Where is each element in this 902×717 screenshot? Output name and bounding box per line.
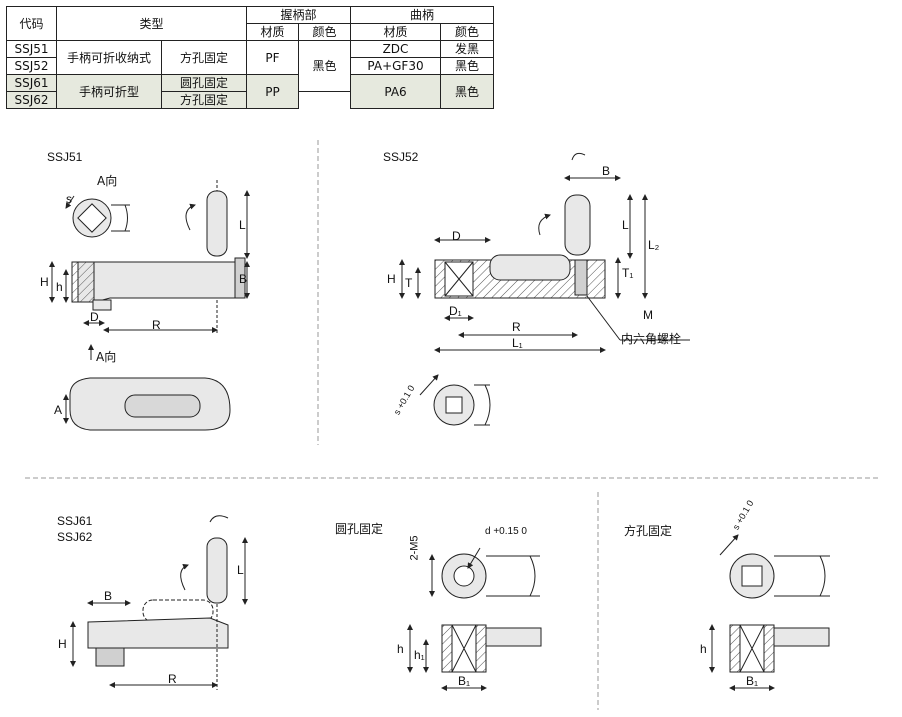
row-fix-ssj51: 方孔固定	[161, 40, 247, 75]
row-crank-color-ssj61: 黑色	[440, 74, 494, 109]
ssj61-title: SSJ61	[57, 514, 93, 528]
header-crank-color: 颜色	[440, 23, 494, 41]
ssj51-dim-l: L	[239, 218, 246, 232]
ssj52-dim-d1: D₁	[449, 304, 462, 318]
row-fix-ssj62: 方孔固定	[161, 91, 247, 109]
ssj52-title: SSJ52	[383, 150, 419, 164]
ssj52-dim-t: T	[405, 276, 413, 290]
ssj52-dim-h: H	[387, 272, 396, 286]
round-hole-dim-b1: B₁	[458, 674, 471, 688]
header-type: 类型	[56, 6, 247, 41]
square-hole-drawing	[709, 534, 830, 691]
row-code-ssj62: SSJ62	[6, 91, 57, 109]
row-grip-material-pp: PP	[246, 74, 299, 109]
ssj52-dim-t1: T₁	[622, 266, 634, 280]
ssj51-dim-d: D	[90, 310, 99, 324]
square-hole-title: 方孔固定	[624, 524, 673, 538]
ssj52-dim-l1: L₁	[512, 336, 523, 350]
row-crank-material-zdc: ZDC	[350, 40, 441, 58]
ssj52-drawing	[399, 152, 690, 426]
ssj52-dim-b: B	[602, 164, 611, 178]
spec-table: 代码 类型 握柄部 曲柄 材质 颜色 材质 颜色 SSJ51 手柄可折收纳式 方…	[6, 6, 494, 109]
round-hole-title: 圆孔固定	[335, 522, 384, 536]
ssj51-drawing	[49, 180, 250, 431]
ssj51-dim-h-lower: h	[56, 280, 63, 294]
ssj61-dim-b: B	[104, 589, 113, 603]
ssj61-dim-l: L	[237, 563, 244, 577]
round-hole-dim-h: h	[397, 642, 404, 656]
row-crank-color-ssj51: 发黑	[440, 40, 494, 58]
row-grip-material-pf: PF	[246, 40, 299, 75]
ssj52-dim-d: D	[452, 229, 461, 243]
ssj51-dim-r: R	[152, 318, 161, 332]
ssj52-dim-r: R	[512, 320, 521, 334]
row-grip-color: 黑色	[298, 40, 351, 92]
row-crank-material-pa6: PA6	[350, 74, 441, 109]
round-hole-m5: 2-M5	[408, 535, 421, 561]
ssj52-dim-l2: L₂	[648, 238, 660, 252]
row-code-ssj61: SSJ61	[6, 74, 57, 92]
ssj51-dim-s: s	[66, 192, 72, 206]
ssj52-dim-l: L	[622, 218, 629, 232]
row-fix-ssj61: 圆孔固定	[161, 74, 247, 92]
ssj61-drawing	[70, 515, 248, 690]
square-hole-dim-h: h	[700, 642, 707, 656]
ssj61-dim-h: H	[58, 637, 67, 651]
ssj51-view-a: A向	[97, 174, 118, 188]
round-hole-drawing	[407, 547, 542, 691]
ssj61-dim-r: R	[168, 672, 177, 686]
square-hole-dim-b1: B₁	[746, 674, 759, 688]
ssj52-bolt-note: 内六角螺栓	[621, 332, 682, 346]
ssj62-title: SSJ62	[57, 530, 93, 544]
ssj51-view-a-bottom: A向	[96, 350, 117, 364]
ssj51-dim-b: B	[239, 272, 248, 286]
row-type-ssj51: 手柄可折收纳式	[56, 40, 162, 75]
round-hole-d-tolerance: d +0.15 0	[485, 526, 527, 537]
ssj52-dim-m: M	[643, 308, 653, 322]
ssj51-dim-h: H	[40, 275, 49, 289]
header-code: 代码	[6, 6, 57, 41]
round-hole-dim-h1: h₁	[414, 648, 425, 662]
ssj51-dim-a: A	[54, 403, 63, 417]
row-type-ssj61: 手柄可折型	[56, 74, 162, 109]
row-code-ssj52: SSJ52	[6, 57, 57, 75]
ssj51-title: SSJ51	[47, 150, 83, 164]
